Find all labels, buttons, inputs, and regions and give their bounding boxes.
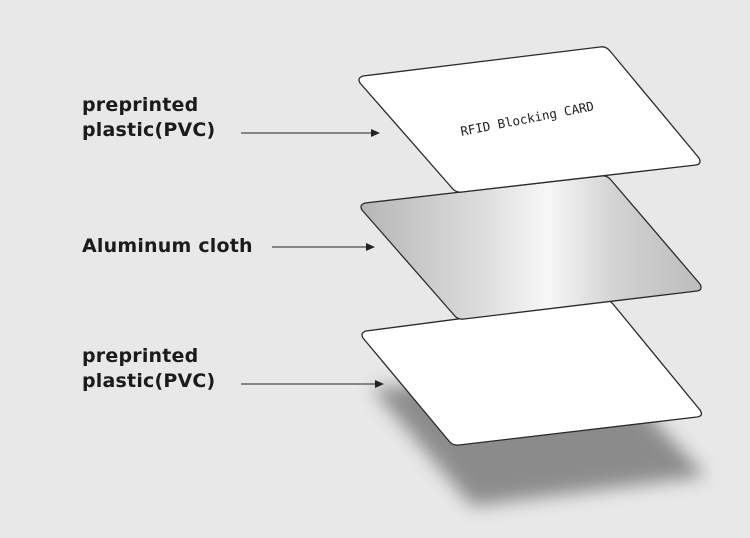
top-pvc-card xyxy=(358,46,701,193)
label-bottom-line-2: plastic(PVC) xyxy=(82,370,216,392)
aluminum-cloth-layer xyxy=(360,175,702,320)
label-mid-line-1: Aluminum cloth xyxy=(82,235,253,257)
label-top-line-2: plastic(PVC) xyxy=(82,119,216,141)
label-bottom-pvc: preprinted plastic(PVC) xyxy=(82,344,215,394)
label-top-pvc: preprinted plastic(PVC) xyxy=(82,93,215,143)
label-aluminum-cloth: Aluminum cloth xyxy=(82,234,253,259)
label-top-line-1: preprinted xyxy=(82,94,199,116)
label-bottom-line-1: preprinted xyxy=(82,345,199,367)
